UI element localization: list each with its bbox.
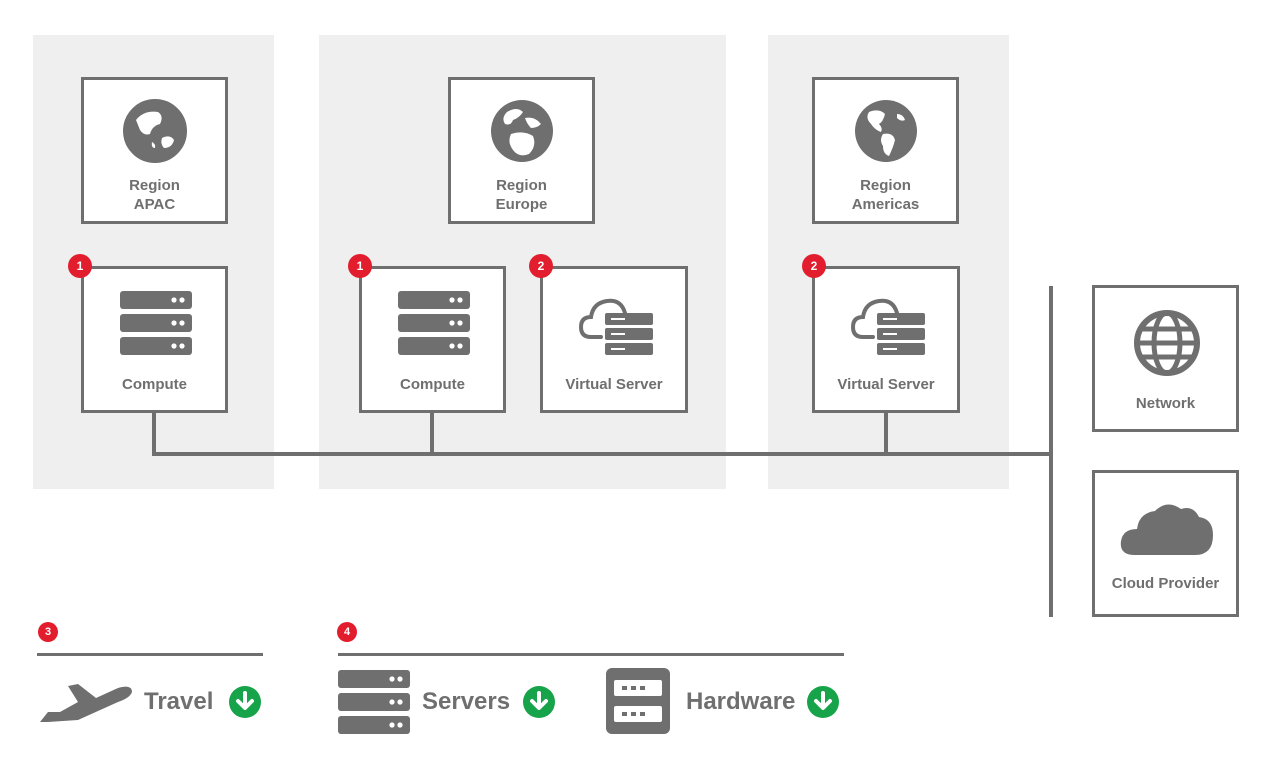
node-label: Compute [400, 376, 465, 393]
connector-vertical-bus [1049, 286, 1053, 617]
server-stack-icon [338, 670, 410, 734]
region-name: APAC [133, 196, 176, 213]
node-label: Network [1135, 395, 1196, 412]
region-europe-card[interactable]: Region Europe [448, 77, 595, 224]
region-name: Europe [495, 196, 548, 213]
connector-apac-compute [152, 412, 156, 456]
node-label: Virtual Server [837, 376, 935, 393]
hardware-rack-icon [606, 668, 670, 734]
step-badge: 2 [802, 254, 826, 278]
legend-label-travel: Travel [144, 688, 214, 715]
apac-compute-card[interactable]: Compute [81, 266, 228, 413]
globe-americas-icon [853, 98, 919, 164]
region-name: Americas [851, 196, 920, 213]
node-label: Cloud Provider [1111, 575, 1220, 592]
legend-label-servers: Servers [422, 688, 511, 715]
region-title: Region [129, 177, 180, 194]
legend-divider [338, 653, 844, 656]
globe-grid-icon [1134, 310, 1200, 376]
airplane-icon [38, 676, 134, 724]
globe-europe-icon [489, 98, 555, 164]
cloud-server-icon [579, 287, 655, 359]
europe-virtual-server-card[interactable]: Virtual Server [540, 266, 688, 413]
download-arrow-icon[interactable] [522, 685, 556, 719]
cloud-server-icon [851, 287, 927, 359]
step-badge: 2 [529, 254, 553, 278]
europe-compute-card[interactable]: Compute [359, 266, 506, 413]
cloud-icon [1119, 499, 1215, 557]
globe-asia-icon [122, 98, 188, 164]
region-title: Region [860, 177, 911, 194]
step-badge: 1 [68, 254, 92, 278]
cloud-provider-card[interactable]: Cloud Provider [1092, 470, 1239, 617]
connector-americas-virtual [884, 412, 888, 456]
step-badge: 4 [337, 622, 357, 642]
step-badge: 1 [348, 254, 372, 278]
network-card[interactable]: Network [1092, 285, 1239, 432]
download-arrow-icon[interactable] [228, 685, 262, 719]
americas-virtual-server-card[interactable]: Virtual Server [812, 266, 960, 413]
legend-label-hardware: Hardware [686, 688, 796, 715]
step-badge: 3 [38, 622, 58, 642]
connector-horizontal-bus [152, 452, 1052, 456]
server-stack-icon [120, 291, 192, 355]
server-stack-icon [398, 291, 470, 355]
region-title: Region [496, 177, 547, 194]
legend-divider [37, 653, 263, 656]
download-arrow-icon[interactable] [806, 685, 840, 719]
region-americas-card[interactable]: Region Americas [812, 77, 959, 224]
node-label: Compute [122, 376, 187, 393]
region-apac-card[interactable]: Region APAC [81, 77, 228, 224]
connector-europe-compute [430, 412, 434, 456]
node-label: Virtual Server [565, 376, 663, 393]
